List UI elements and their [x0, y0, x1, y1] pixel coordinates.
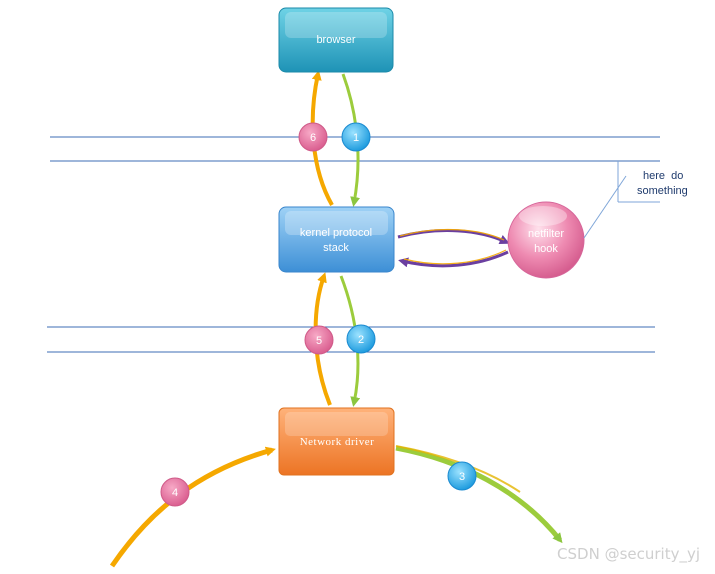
- badge-1-label: 1: [353, 132, 359, 144]
- badge-4-label: 4: [172, 487, 178, 499]
- arrow-netfilter-to-kernel-glow: [403, 249, 507, 265]
- kernel-label-line2: stack: [323, 242, 349, 254]
- watermark: CSDN @security_yj: [557, 545, 700, 564]
- badge-1: 1: [341, 122, 371, 152]
- badge-4: 4: [160, 477, 190, 507]
- callout-note: here do something: [583, 161, 688, 239]
- callout-leader-line: [583, 175, 627, 239]
- netfilter-label-line1: netfilter: [528, 228, 564, 240]
- badge-2: 2: [346, 324, 376, 354]
- arrow-kernel-to-netfilter: [397, 229, 510, 245]
- badge-6-label: 6: [310, 132, 316, 144]
- callout-text-line2: something: [637, 185, 688, 197]
- driver-label: Network driver: [300, 436, 375, 448]
- arrow-incoming-to-driver: [109, 446, 276, 568]
- browser-label: browser: [316, 34, 355, 46]
- badge-6: 6: [298, 122, 328, 152]
- badge-3: 3: [447, 461, 477, 491]
- arrow-kernel-to-netfilter-glow: [399, 228, 505, 241]
- badge-3-label: 3: [459, 471, 465, 483]
- badge-5-label: 5: [316, 335, 322, 347]
- arrow-netfilter-to-kernel: [398, 250, 509, 268]
- browser-node: browser: [278, 7, 394, 73]
- network-driver-node: Network driver: [278, 407, 395, 476]
- arrow-driver-outgoing: [395, 445, 563, 544]
- netfilter-hook-node: netfilter hook: [507, 201, 585, 279]
- kernel-label-line1: kernel protocol: [300, 227, 372, 239]
- badge-5: 5: [304, 325, 334, 355]
- callout-text-line1: here do: [643, 170, 683, 182]
- kernel-protocol-stack-node: kernel protocol stack: [278, 206, 395, 273]
- badge-2-label: 2: [358, 334, 364, 346]
- netfilter-label-line2: hook: [534, 243, 558, 255]
